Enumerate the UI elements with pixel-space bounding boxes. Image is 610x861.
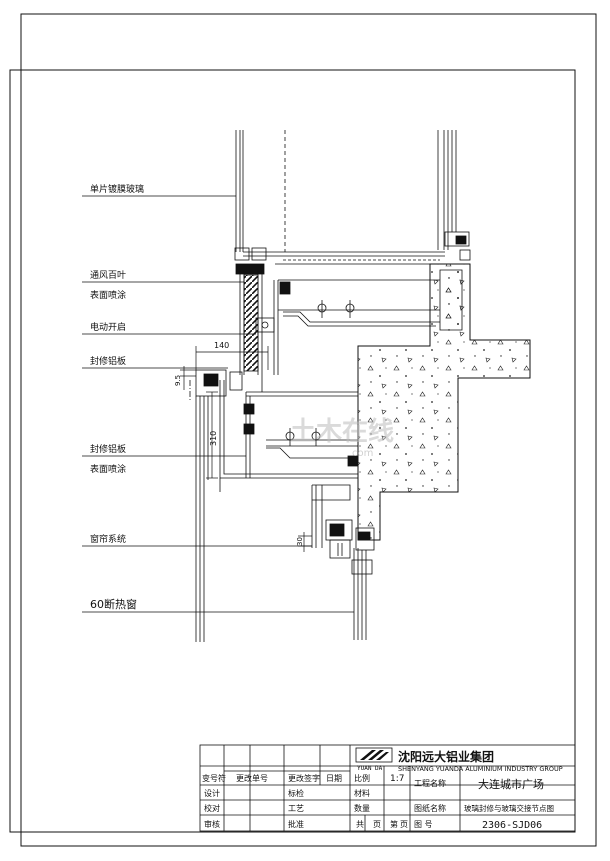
sheet-inner-frame — [9, 69, 576, 833]
rev-header-2: 更改签字 — [288, 773, 320, 783]
sheet-page-1: 页 — [373, 820, 381, 829]
leader-lines — [82, 195, 354, 613]
row-std-check: 标检 — [288, 788, 304, 798]
label-window: 60断热窗 — [90, 597, 137, 611]
sheet-total: 共 — [356, 820, 364, 829]
dim-310: 310 — [209, 431, 218, 446]
logo-text: YUAN DA — [357, 765, 383, 772]
dim-9-5: 9.5 — [174, 375, 182, 386]
material-label: 材料 — [354, 788, 370, 798]
label-louver: 通风百叶 — [90, 270, 126, 281]
label-trim-panel-bottom: 封修铝板 — [90, 443, 126, 455]
dimensions — [180, 346, 312, 552]
row-approve: 批准 — [288, 819, 304, 829]
label-louver-finish: 表面喷涂 — [90, 289, 126, 301]
concrete-slab — [357, 263, 531, 541]
company-name: 沈阳远大铝业集团 — [398, 749, 494, 764]
rev-header-1: 更改单号 — [236, 773, 268, 783]
dim-140: 140 — [214, 341, 229, 350]
label-motor-open: 电动开启 — [90, 321, 126, 333]
sheet-outer-border — [20, 13, 597, 847]
title-block — [199, 744, 576, 832]
row-proof: 校对 — [204, 803, 220, 813]
drawing-no-label: 图 号 — [414, 820, 433, 829]
scale-label: 比例 — [354, 773, 370, 783]
label-glass: 单片镀膜玻璃 — [90, 183, 144, 195]
rev-header-3: 日期 — [326, 774, 342, 783]
project-label: 工程名称 — [414, 778, 446, 788]
sheet-no: 第 — [390, 819, 398, 829]
row-design: 设计 — [204, 788, 220, 798]
dim-30: 30 — [296, 537, 304, 546]
label-trim-panel-top: 封修铝板 — [90, 355, 126, 367]
label-curtain-system: 窗帘系统 — [90, 533, 126, 545]
row-review: 审核 — [204, 819, 220, 829]
drawing-name-label: 图纸名称 — [414, 803, 446, 813]
company-logo: YUAN DA — [355, 747, 393, 772]
company-name-en: SHENYANG YUANDA ALUMINIUM INDUSTRY GROUP — [398, 765, 563, 773]
row-process: 工艺 — [288, 804, 304, 813]
project-value: 大连城市广场 — [478, 777, 544, 791]
scale-value: 1:7 — [390, 774, 404, 784]
drawing-no-value: 2306-SJD06 — [482, 820, 542, 831]
watermark-sub: com — [352, 448, 373, 459]
rev-header-0: 变号符 — [202, 773, 226, 783]
slab-wedge — [439, 269, 463, 331]
sheet-page-2: 页 — [400, 820, 408, 829]
watermark-text: 土木在线 — [290, 417, 394, 447]
drawing-name-value: 玻璃封修与玻璃交接节点图 — [464, 803, 554, 813]
quantity-label: 数量 — [354, 803, 370, 813]
label-trim-finish: 表面喷涂 — [90, 463, 126, 475]
